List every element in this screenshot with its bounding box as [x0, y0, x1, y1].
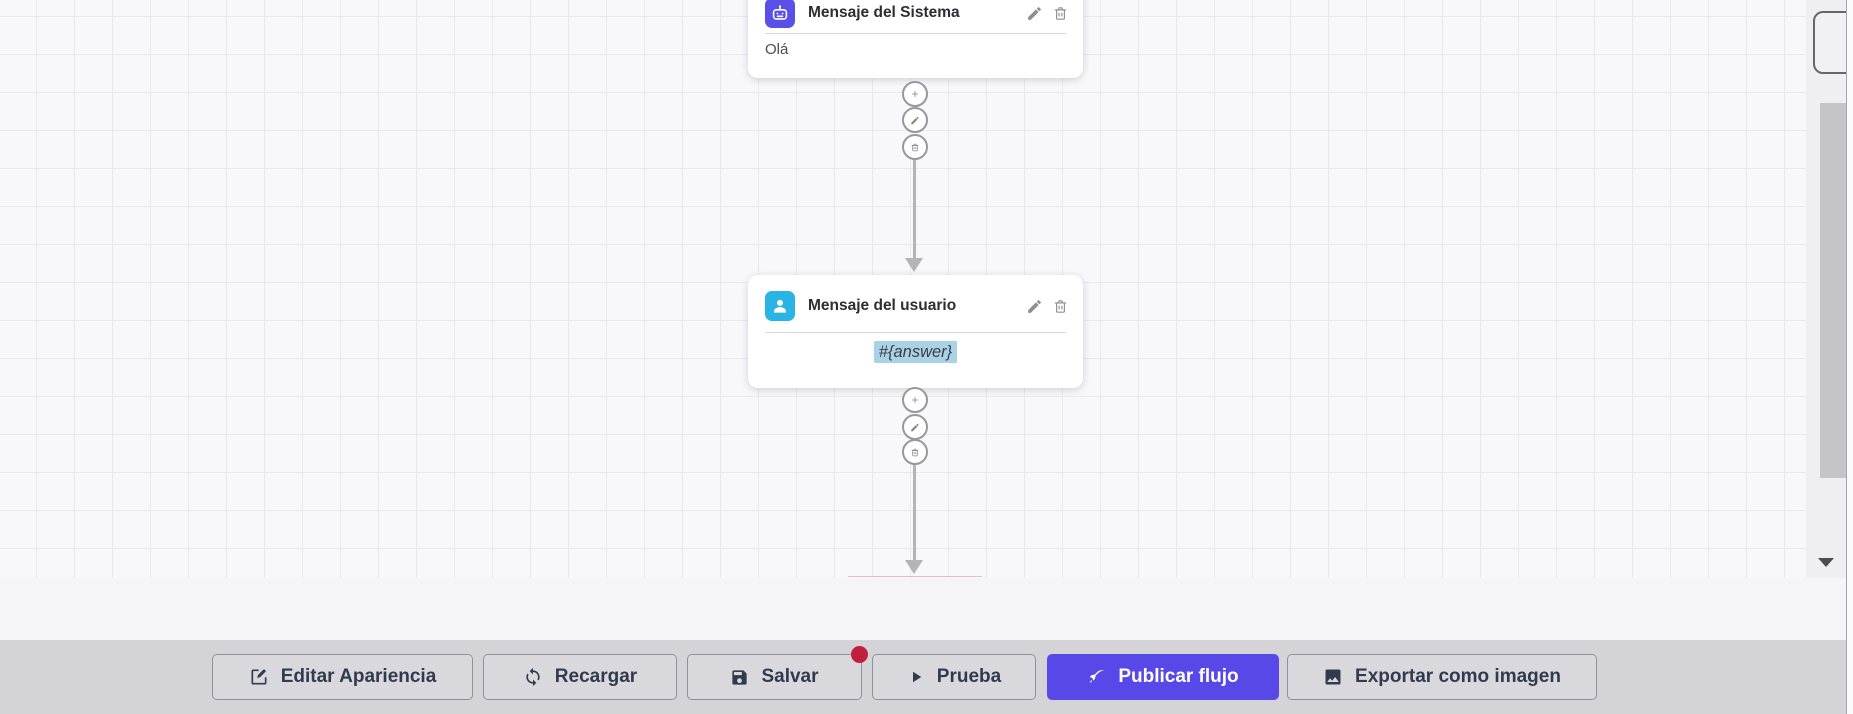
next-node-edge — [848, 576, 982, 577]
node-title: Mensaje del Sistema — [808, 4, 960, 21]
button-label: Publicar flujo — [1118, 666, 1239, 687]
scroll-down-arrow-icon[interactable] — [1818, 558, 1834, 567]
connector-line — [913, 160, 916, 260]
connector-arrowhead — [905, 560, 923, 574]
save-button[interactable]: Salvar — [687, 646, 868, 700]
delete-step-button[interactable] — [902, 439, 928, 465]
edit-appearance-button[interactable]: Editar Apariencia — [212, 654, 473, 700]
robot-icon — [765, 0, 795, 28]
connector-line — [913, 465, 916, 562]
flow-canvas[interactable]: Mensaje del Sistema Olá — [0, 0, 1806, 578]
refresh-icon — [523, 667, 543, 687]
vertical-scrollbar[interactable] — [1806, 0, 1846, 578]
test-button[interactable]: Prueba — [872, 654, 1036, 700]
export-image-button[interactable]: Exportar como imagen — [1287, 654, 1597, 700]
button-label: Editar Apariencia — [280, 666, 437, 687]
edit-step-button[interactable] — [902, 107, 928, 133]
save-icon — [730, 668, 749, 687]
user-icon — [765, 291, 795, 321]
scrollbar-thumb[interactable] — [1820, 103, 1846, 478]
button-label: Exportar como imagen — [1355, 666, 1561, 687]
edit-step-button[interactable] — [902, 414, 928, 440]
button-label: Recargar — [554, 666, 638, 687]
delete-step-button[interactable] — [902, 134, 928, 160]
add-step-button[interactable] — [902, 81, 928, 107]
node-system-message[interactable]: Mensaje del Sistema Olá — [748, 0, 1083, 78]
node-user-message[interactable]: Mensaje del usuario #{answer} — [748, 275, 1083, 388]
node-content-variable: #{answer} — [873, 341, 958, 363]
delete-node-icon[interactable] — [1052, 5, 1069, 22]
button-label: Prueba — [936, 666, 1002, 687]
delete-node-icon[interactable] — [1052, 298, 1069, 315]
right-edge-strip — [1847, 0, 1853, 714]
edit-node-icon[interactable] — [1026, 5, 1043, 22]
edit-node-icon[interactable] — [1026, 298, 1043, 315]
rocket-icon — [1087, 668, 1106, 687]
right-edge-divider — [1846, 0, 1847, 714]
lower-spacer — [0, 578, 1846, 640]
image-icon — [1323, 667, 1343, 687]
unsaved-changes-badge — [851, 646, 868, 663]
publish-flow-button[interactable]: Publicar flujo — [1047, 654, 1279, 700]
play-icon — [907, 668, 925, 686]
button-label: Salvar — [761, 666, 819, 687]
node-content: Olá — [765, 41, 789, 58]
connector-arrowhead — [905, 258, 923, 272]
reload-button[interactable]: Recargar — [483, 654, 677, 700]
add-step-button[interactable] — [902, 387, 928, 413]
node-title: Mensaje del usuario — [808, 297, 957, 314]
edit-square-icon — [249, 667, 269, 687]
bottom-toolbar: Editar Apariencia Recargar Salvar — [0, 640, 1846, 714]
